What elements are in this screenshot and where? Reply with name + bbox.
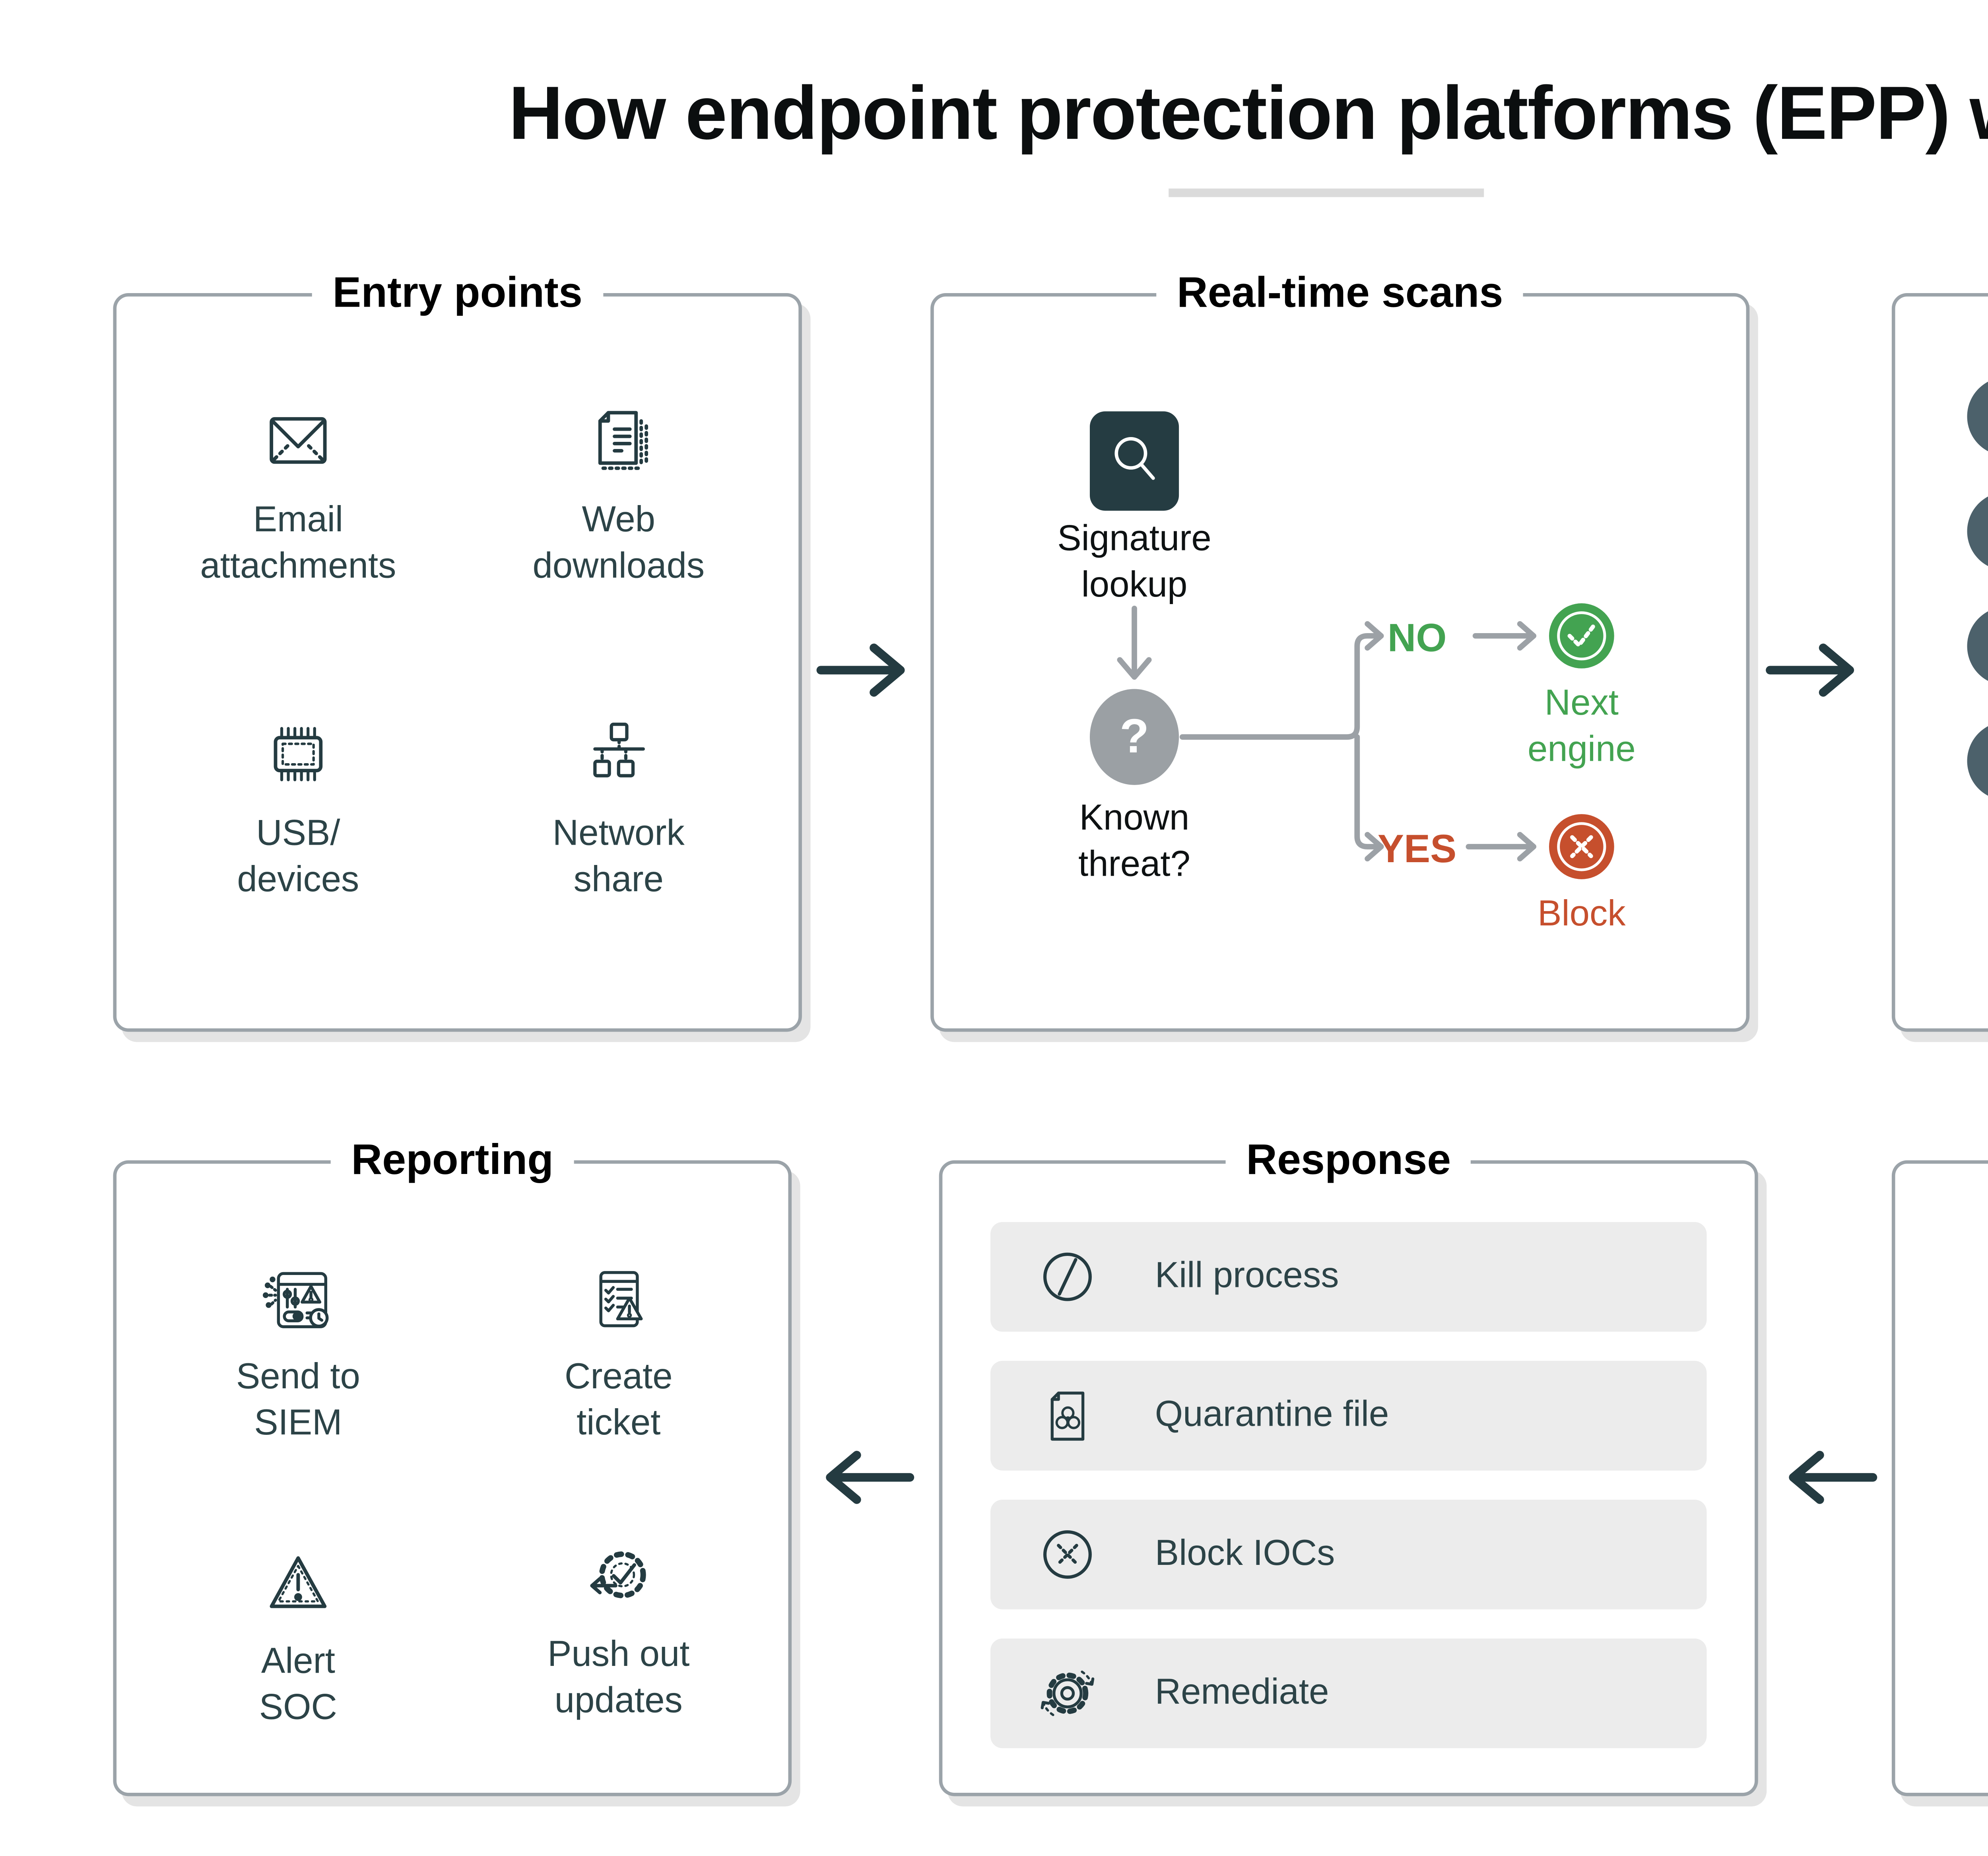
flow-arrow-entry-to-realtime (816, 643, 905, 697)
pill-sandbox: Sandbox (1967, 721, 1988, 801)
signature-lookup-label: Signature lookup (1057, 519, 1211, 606)
known-threat-icon: ? (1089, 689, 1179, 785)
known-threat-label: Known threat? (1078, 799, 1190, 885)
panel-entry-points-title: Entry points (312, 267, 603, 319)
entry-item-label: USB/ devices (237, 814, 359, 900)
send-siem-icon (259, 1260, 338, 1339)
panel-deep-analysis: Deep analysis Static analysis ML classif… (1891, 293, 1988, 1032)
entry-item-usb: USB/ devices (153, 713, 444, 904)
flow-arrow-response-to-reporting (826, 1451, 914, 1504)
branch-no-label: NO (1387, 615, 1447, 660)
branch-lines (1179, 621, 1537, 862)
response-row-label: Quarantine file (1155, 1395, 1389, 1435)
pill-static-analysis: Static analysis (1967, 377, 1988, 456)
email-icon (257, 399, 339, 482)
reporting-item-label: Create ticket (564, 1357, 673, 1444)
kill-process-icon (1035, 1244, 1100, 1310)
entry-item-label: Web downloads (532, 500, 705, 587)
response-row-label: Kill process (1155, 1256, 1339, 1296)
reporting-item-label: Push out updates (547, 1635, 690, 1722)
remediate-icon (1035, 1661, 1100, 1726)
title-underline (1168, 189, 1483, 197)
response-row-kill-process: Kill process (990, 1222, 1707, 1332)
response-row-remediate: Remediate (990, 1638, 1707, 1748)
panel-realtime-scans-title: Real-time scans (1156, 267, 1524, 319)
panel-reporting: Reporting Send to SIEM (113, 1135, 792, 1796)
response-row-quarantine: Quarantine file (990, 1360, 1707, 1471)
web-download-icon (577, 399, 660, 482)
page-title: How endpoint protection platforms (EPP) … (509, 72, 1988, 156)
panel-decision: Decision Risk scoring Low risk High risk… (1891, 1160, 1988, 1796)
create-ticket-icon (579, 1260, 658, 1339)
panel-reporting-title: Reporting (330, 1135, 574, 1186)
reporting-item-updates: Push out updates (473, 1537, 764, 1725)
alert-soc-icon (259, 1544, 338, 1623)
block-circle-icon (1547, 812, 1616, 881)
response-row-block-iocs: Block IOCs (990, 1499, 1707, 1609)
low-risk-label: Low risk (1957, 1506, 1988, 1555)
panel-response: Response Kill process Quaranti (939, 1135, 1758, 1796)
response-row-label: Remediate (1155, 1673, 1329, 1712)
next-engine-check-icon (1547, 602, 1616, 670)
entry-item-label: Email attachments (200, 500, 396, 587)
decision-branch-lines (1964, 1393, 1988, 1503)
block-iocs-icon (1035, 1522, 1100, 1587)
usb-chip-icon (257, 713, 339, 795)
reporting-item-label: Alert SOC (259, 1642, 337, 1728)
branch-yes-label: YES (1377, 826, 1457, 871)
reporting-item-siem: Send to SIEM (153, 1260, 444, 1448)
push-updates-icon (579, 1537, 658, 1616)
pill-ml-classification: ML classification (1967, 492, 1988, 571)
entry-item-network: Network share (473, 713, 764, 904)
network-share-icon (577, 713, 660, 795)
panel-response-title: Response (1225, 1135, 1472, 1186)
entry-item-label: Network share (552, 814, 685, 900)
pill-behavior-analysis: Behavior analysis (1967, 606, 1988, 686)
threat-score-label: Threat score calculated (1924, 997, 1988, 1044)
response-row-label: Block IOCs (1155, 1534, 1335, 1574)
analysis-pill-stack: Static analysis ML classification Behavi… (1967, 377, 1988, 1044)
next-engine-label: Next engine (1527, 684, 1636, 770)
manual-triage-label: Manual triage (1957, 1650, 1988, 1744)
entry-item-email: Email attachments (153, 399, 444, 591)
panel-entry-points: Entry points Email attachments (113, 267, 802, 1032)
signature-lookup-icon (1089, 411, 1179, 511)
reporting-item-alert: Alert SOC (153, 1544, 444, 1732)
panel-realtime-scans: Real-time scans Signature lookup ? Known… (930, 267, 1750, 1032)
down-arrow-icon (1117, 606, 1152, 680)
block-label: Block (1538, 894, 1626, 934)
entry-item-web: Web downloads (473, 399, 764, 591)
quarantine-file-icon (1035, 1383, 1100, 1448)
reporting-item-ticket: Create ticket (473, 1260, 764, 1448)
flow-arrow-realtime-to-deep (1766, 643, 1854, 697)
reporting-item-label: Send to SIEM (236, 1357, 360, 1444)
flow-arrow-decision-to-response (1789, 1451, 1877, 1504)
